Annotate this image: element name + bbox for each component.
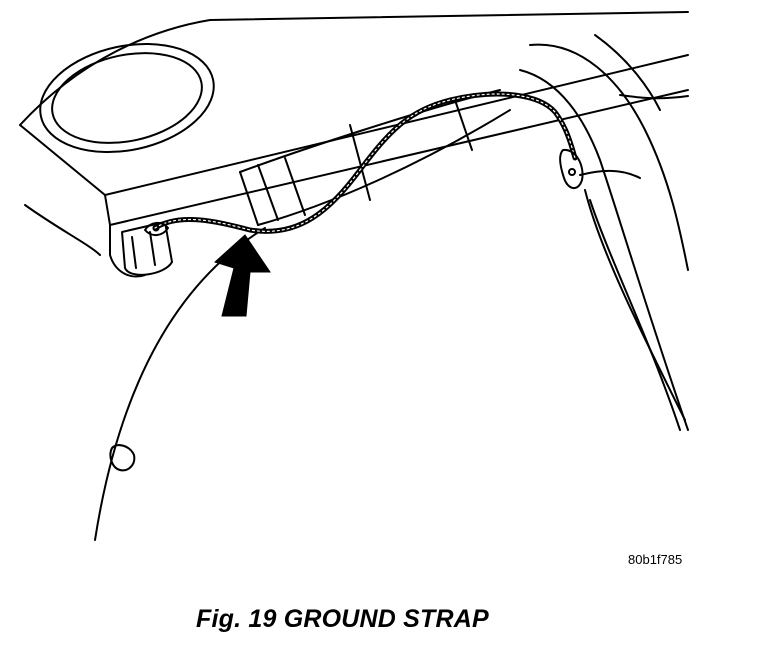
strap-mount-bracket <box>121 221 173 276</box>
strap-terminal-right <box>559 148 584 189</box>
braided-strap-texture <box>154 93 576 232</box>
figure-caption: Fig. 19 GROUND STRAP <box>196 605 489 633</box>
braided-strap <box>152 91 578 234</box>
inner-channel <box>239 89 511 226</box>
strap-terminal-left <box>144 222 169 236</box>
right-body-panel <box>519 34 689 431</box>
body-panel <box>19 11 689 278</box>
figure-id-label: 80b1f785 <box>628 552 683 567</box>
speaker-cap <box>39 42 215 154</box>
arrow-up-right-icon <box>214 234 271 317</box>
